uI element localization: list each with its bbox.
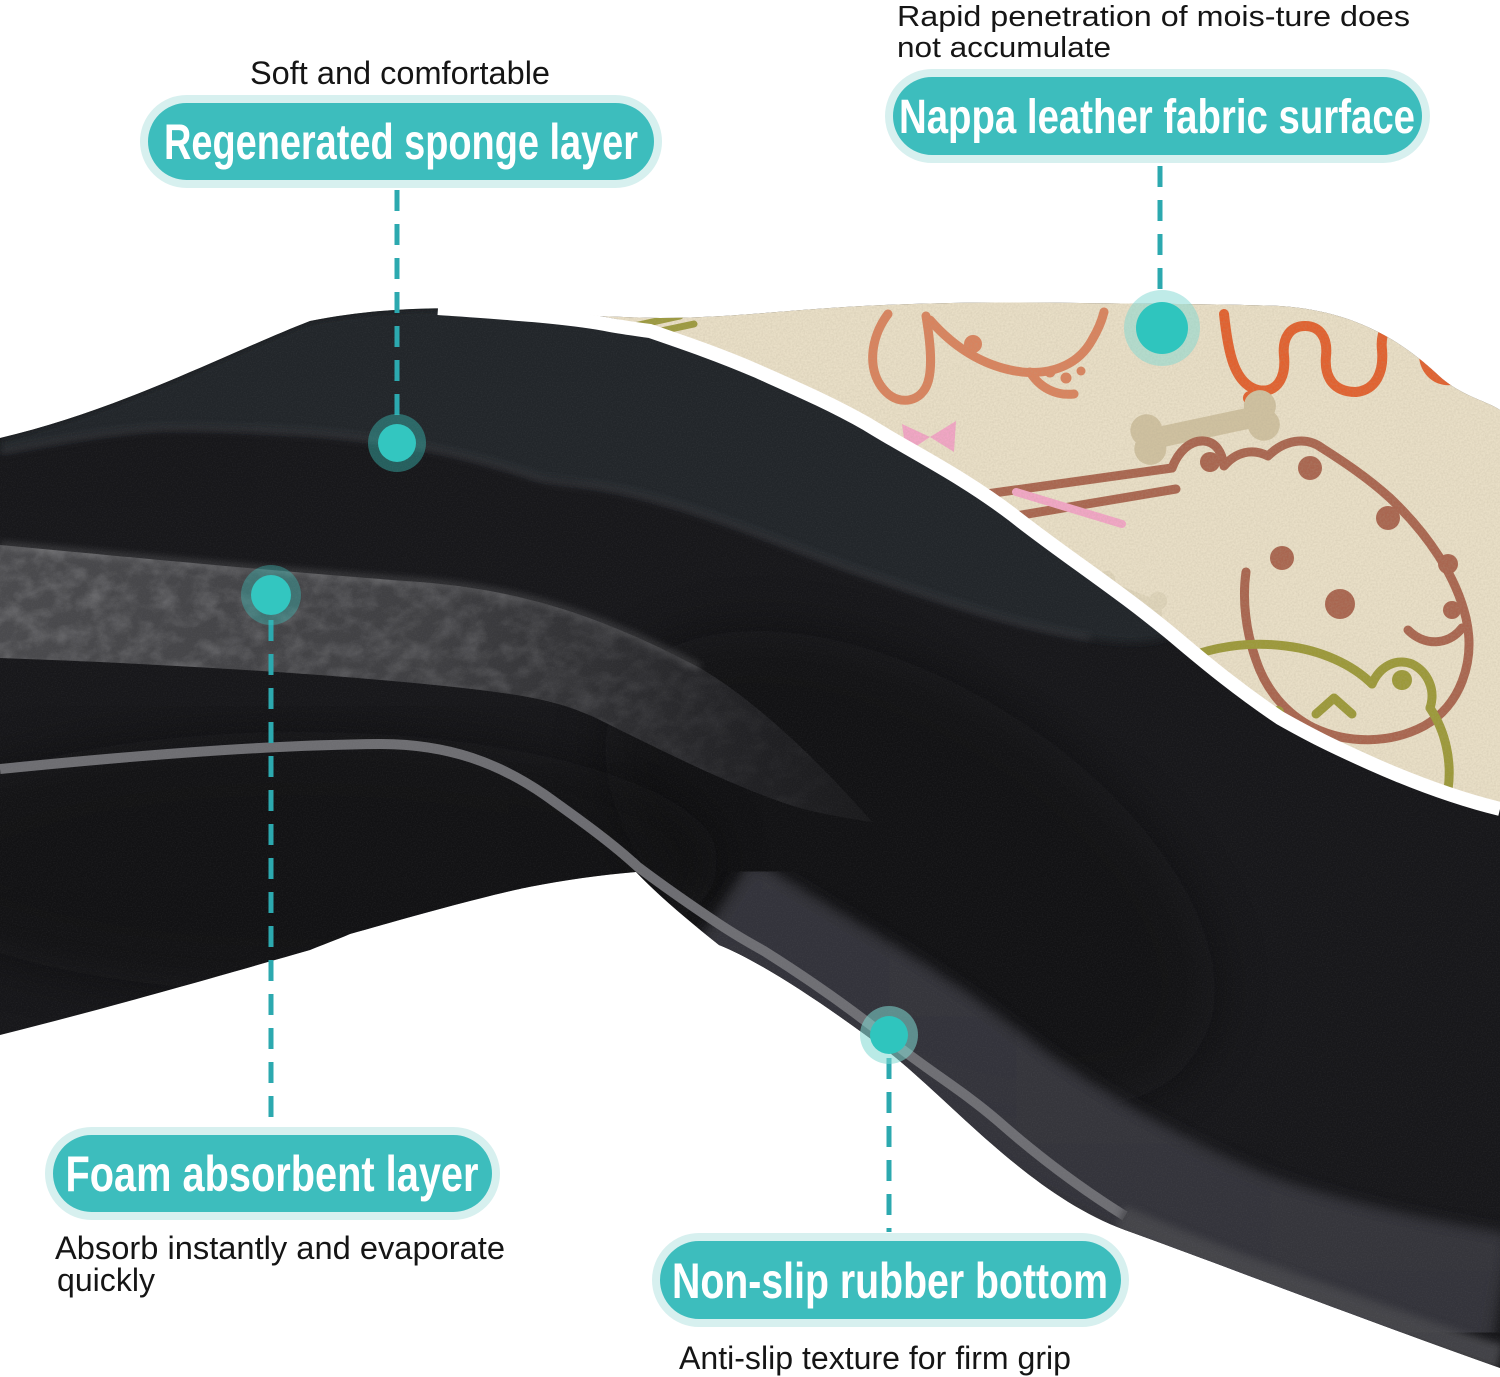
svg-text:Soft and comfortable: Soft and comfortable: [250, 55, 550, 91]
svg-text:Anti-slip texture for firm gri: Anti-slip texture for firm grip: [679, 1340, 1071, 1376]
svg-text:not accumulate: not accumulate: [897, 32, 1111, 64]
svg-text:Foam absorbent layer: Foam absorbent layer: [66, 1146, 479, 1202]
svg-text:Absorb instantly and evaporate: Absorb instantly and evaporate: [55, 1230, 505, 1266]
svg-text:quickly: quickly: [57, 1262, 155, 1298]
svg-text:Regenerated sponge layer: Regenerated sponge layer: [164, 114, 638, 170]
svg-text:Rapid penetration of mois-ture: Rapid penetration of mois-ture does: [897, 1, 1410, 33]
svg-text:Non-slip rubber bottom: Non-slip rubber bottom: [672, 1253, 1108, 1309]
svg-text:Nappa leather fabric surface: Nappa leather fabric surface: [899, 91, 1415, 144]
